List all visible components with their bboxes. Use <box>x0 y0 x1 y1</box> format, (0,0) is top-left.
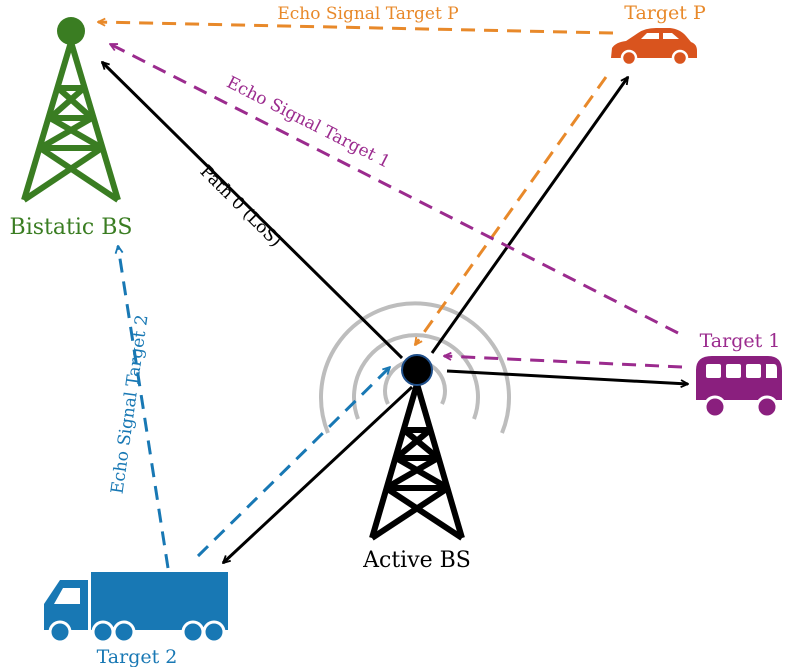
echo-2-to-active <box>196 367 390 558</box>
echo-p-label: Echo Signal Target P <box>277 4 458 24</box>
los-label: Path 0 (LoS) <box>196 162 286 252</box>
transmit-paths <box>102 62 688 563</box>
echo-p-to-bistatic <box>98 22 614 35</box>
tx-target-1-arrow <box>446 369 688 384</box>
echo-1-to-bistatic <box>110 42 679 335</box>
target-p-label: Target P <box>624 2 706 24</box>
echo-p-to-active <box>413 76 608 345</box>
bus-icon <box>696 356 782 419</box>
active-bs-tower-icon <box>369 354 465 541</box>
echo-1-label: Echo Signal Target 1 <box>223 73 393 173</box>
bistatic-bs-label: Bistatic BS <box>10 215 133 240</box>
target-1-label: Target 1 <box>700 330 781 352</box>
target-2-label: Target 2 <box>97 646 178 667</box>
car-icon <box>611 28 697 67</box>
truck-icon <box>44 572 228 644</box>
echo-2-label: Echo Signal Target 2 <box>108 313 153 495</box>
los-path-arrow <box>102 62 404 360</box>
bistatic-bs-tower-icon <box>21 17 121 203</box>
active-bs-label: Active BS <box>362 548 471 573</box>
tx-target-2-arrow <box>223 385 414 563</box>
echo-2-to-bistatic <box>118 246 170 569</box>
echo-1-to-active <box>444 356 683 369</box>
echo-paths <box>98 22 683 569</box>
tx-target-p-arrow <box>430 77 630 354</box>
